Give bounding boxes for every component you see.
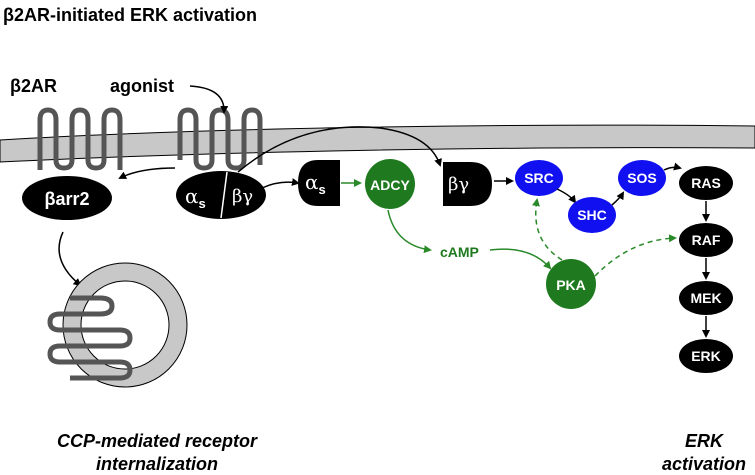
adcy-node <box>365 159 415 209</box>
raf-node <box>679 223 733 257</box>
alpha-s-node <box>298 160 340 206</box>
ras-label: RAS <box>691 175 721 191</box>
cell-membrane <box>0 124 755 163</box>
erk-activation-caption-line2: activation <box>662 454 746 474</box>
camp-label: cAMP <box>440 244 479 260</box>
b2ar-receptor-active <box>177 107 263 171</box>
src-label: SRC <box>524 170 554 186</box>
adcy-to-camp-arrow <box>387 209 432 254</box>
mek-node <box>679 281 733 315</box>
internalization-caption-line2: internalization <box>96 454 218 474</box>
to-beta-gamma-arrow <box>237 126 442 173</box>
b2ar-receptor-left <box>37 107 123 171</box>
barr2-node <box>22 176 112 220</box>
erk-node <box>679 339 733 373</box>
barr2-to-vesicle-arrow <box>58 231 82 287</box>
barr2-label: βarr2 <box>44 189 89 209</box>
alpha-s-label: αs <box>185 184 206 211</box>
agonist-label: agonist <box>110 76 174 96</box>
internalization-caption-line1: CCP-mediated receptor <box>57 431 258 451</box>
raf-label: RAF <box>692 232 721 248</box>
adcy-label: ADCY <box>370 177 410 193</box>
pka-node <box>546 259 596 309</box>
vesicle-lumen <box>80 280 170 370</box>
beta-gamma-free-label: βγ <box>448 174 469 195</box>
pka-to-raf-dashed-arrow <box>594 234 677 277</box>
alpha-s-free-label: αs <box>305 170 326 197</box>
src-node <box>515 160 563 196</box>
agonist-arrow <box>189 85 229 114</box>
diagram-title: β2AR-initiated ERK activation <box>3 5 257 25</box>
to-alpha-s-arrow <box>261 178 300 189</box>
sos-to-ras-arrow <box>663 162 682 171</box>
camp-to-pka-arrow <box>489 248 552 270</box>
src-to-shc-arrow <box>556 188 577 204</box>
shc-to-sos-arrow <box>611 191 625 206</box>
sos-label: SOS <box>627 170 657 186</box>
pka-to-src-dashed-arrow <box>532 198 563 261</box>
g-protein-divider <box>220 171 228 219</box>
ras-node <box>679 166 733 200</box>
shc-node <box>568 197 616 233</box>
beta-gamma-label: βγ <box>232 186 253 207</box>
to-barr2-arrow <box>118 167 176 179</box>
shc-label: SHC <box>577 207 607 223</box>
sos-node <box>618 160 666 196</box>
pka-label: PKA <box>556 277 586 293</box>
internalized-receptor <box>47 295 133 381</box>
erk-label: ERK <box>691 348 721 364</box>
mek-label: MEK <box>690 290 721 306</box>
g-protein-heterotrimer <box>176 171 266 219</box>
beta-gamma-node <box>443 162 492 206</box>
erk-activation-caption-line1: ERK <box>685 431 725 451</box>
b2ar-label: β2AR <box>10 76 57 96</box>
